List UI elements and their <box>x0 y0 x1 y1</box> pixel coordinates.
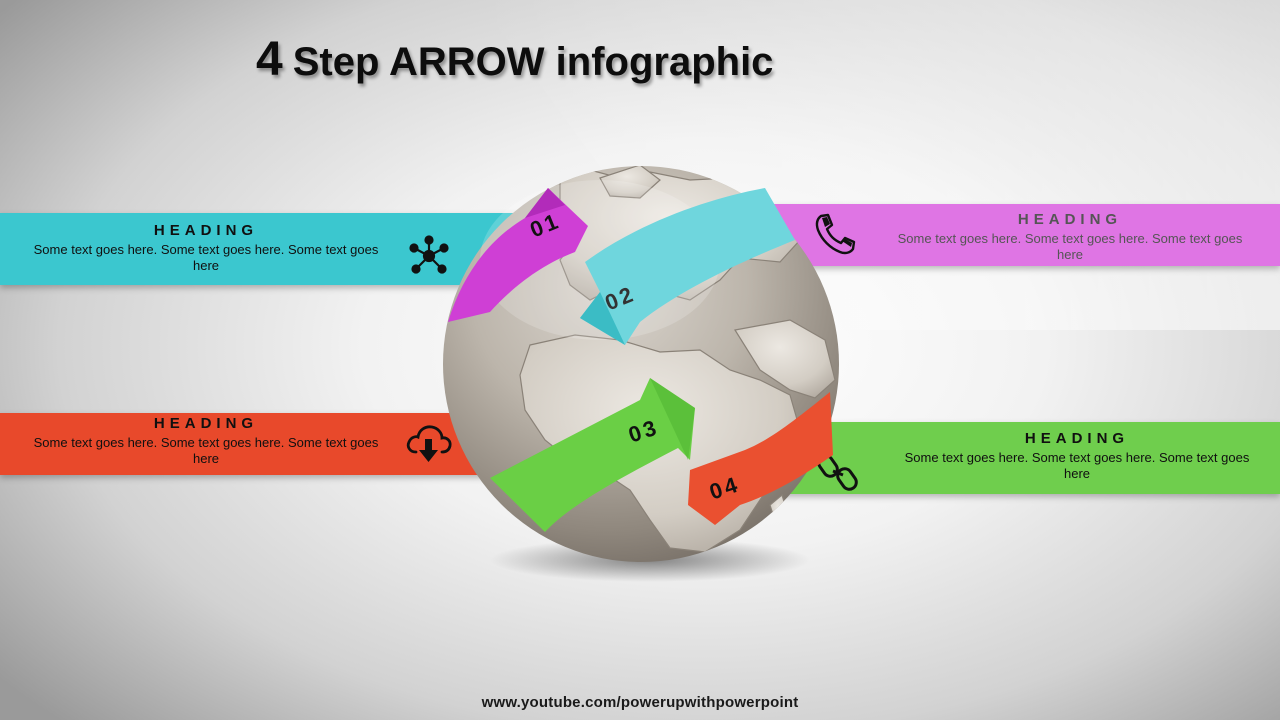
band-1-heading: HEADING <box>153 222 259 239</box>
arrow-step-4 <box>688 392 833 525</box>
band-3-body: Some text goes here. Some text goes here… <box>33 435 379 466</box>
band-1 <box>0 213 520 285</box>
band-3 <box>0 413 520 475</box>
band-2-body: Some text goes here. Some text goes here… <box>897 231 1243 262</box>
band-4-body: Some text goes here. Some text goes here… <box>904 450 1250 481</box>
arrow-step-1 <box>448 188 588 322</box>
arrow-step-2 <box>580 188 795 345</box>
footer-url: www.youtube.com/powerupwithpowerpoint <box>481 694 799 711</box>
cloud-download-icon <box>406 425 452 462</box>
band-4-text: HEADING Some text goes here. Some text g… <box>891 430 1263 482</box>
band-1-body: Some text goes here. Some text goes here… <box>33 242 379 273</box>
title-text: Step ARROW infographic <box>292 40 774 84</box>
network-icon <box>409 235 449 274</box>
band-4-heading: HEADING <box>1024 430 1130 447</box>
phone-icon <box>815 213 856 255</box>
title-number: 4 <box>256 33 283 86</box>
arrow-step-3 <box>490 378 695 532</box>
band-2 <box>760 204 1280 266</box>
band-1-text: HEADING Some text goes here. Some text g… <box>20 222 392 274</box>
band-3-text: HEADING Some text goes here. Some text g… <box>20 415 392 467</box>
band-2-text: HEADING Some text goes here. Some text g… <box>884 211 1256 263</box>
band-4 <box>780 422 1280 494</box>
band-3-heading: HEADING <box>153 415 259 432</box>
band-2-heading: HEADING <box>1017 211 1123 228</box>
